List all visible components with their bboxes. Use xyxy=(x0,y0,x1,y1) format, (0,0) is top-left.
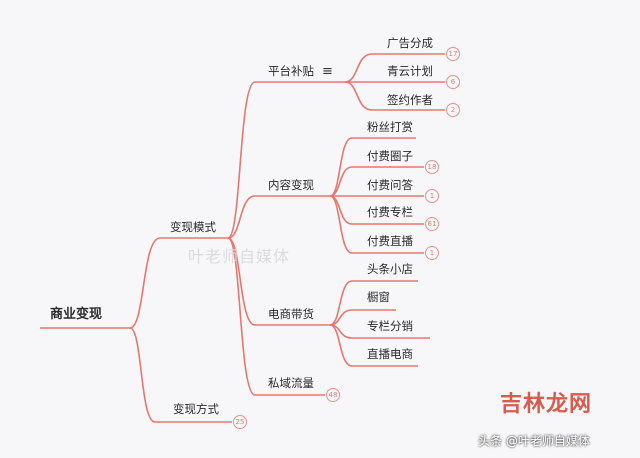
topic-node[interactable]: 付费直播 xyxy=(367,234,413,248)
topic-node[interactable]: 变现模式 xyxy=(170,220,216,234)
count-badge[interactable]: 25 xyxy=(233,415,247,429)
connector-line xyxy=(329,280,418,326)
count-badge[interactable]: 18 xyxy=(425,160,439,174)
topic-node[interactable]: 青云计划 xyxy=(387,64,433,78)
brand-watermark: 吉林龙网 xyxy=(500,392,593,417)
connector-line xyxy=(329,137,416,197)
topic-node[interactable]: 付费问答 xyxy=(367,178,413,192)
count-badge[interactable]: 1 xyxy=(425,189,439,203)
count-badge[interactable]: 6 xyxy=(446,75,460,89)
topic-node[interactable]: 私域流量 xyxy=(268,376,314,390)
connector-line xyxy=(329,166,424,197)
topic-node[interactable]: 直播电商 xyxy=(367,347,413,361)
connector-line xyxy=(129,327,232,423)
root-node[interactable]: 商业变现 xyxy=(50,307,103,322)
topic-node[interactable]: 电商带货 xyxy=(268,307,314,321)
topic-node[interactable]: 变现方式 xyxy=(173,402,219,416)
connector-line xyxy=(329,324,418,367)
topic-node[interactable]: 专栏分销 xyxy=(367,319,413,333)
topic-node[interactable]: 付费圈子 xyxy=(367,149,413,163)
watermark: 叶老师自媒体 xyxy=(188,247,291,266)
topic-node[interactable]: 内容变现 xyxy=(268,178,314,192)
connector-line xyxy=(344,53,445,83)
count-badge[interactable]: 1 xyxy=(425,246,439,260)
connector-line xyxy=(227,195,330,239)
connector-line xyxy=(227,237,330,326)
count-badge[interactable]: 61 xyxy=(425,217,439,231)
connector-line xyxy=(344,81,445,111)
topic-node[interactable]: 广告分成 xyxy=(387,36,433,50)
connector-line xyxy=(129,237,228,329)
topic-node[interactable]: 粉丝打赏 xyxy=(367,120,413,134)
topic-node[interactable]: 平台补贴 xyxy=(268,64,314,78)
topic-node[interactable]: 付费专栏 xyxy=(367,205,413,219)
topic-node[interactable]: 橱窗 xyxy=(367,290,390,304)
count-badge[interactable]: 17 xyxy=(446,47,460,61)
connector-line xyxy=(227,237,325,396)
count-badge[interactable]: 2 xyxy=(446,103,460,117)
topic-node[interactable]: 签约作者 xyxy=(387,93,433,107)
connector-line xyxy=(329,195,424,254)
notes-icon[interactable]: ≡ xyxy=(322,64,333,79)
connector-line xyxy=(329,309,396,326)
count-badge[interactable]: 48 xyxy=(326,388,340,402)
credit-text: 头条 @叶老师自媒体 xyxy=(478,434,590,448)
connector-line xyxy=(227,81,345,239)
topic-node[interactable]: 头条小店 xyxy=(367,262,413,276)
